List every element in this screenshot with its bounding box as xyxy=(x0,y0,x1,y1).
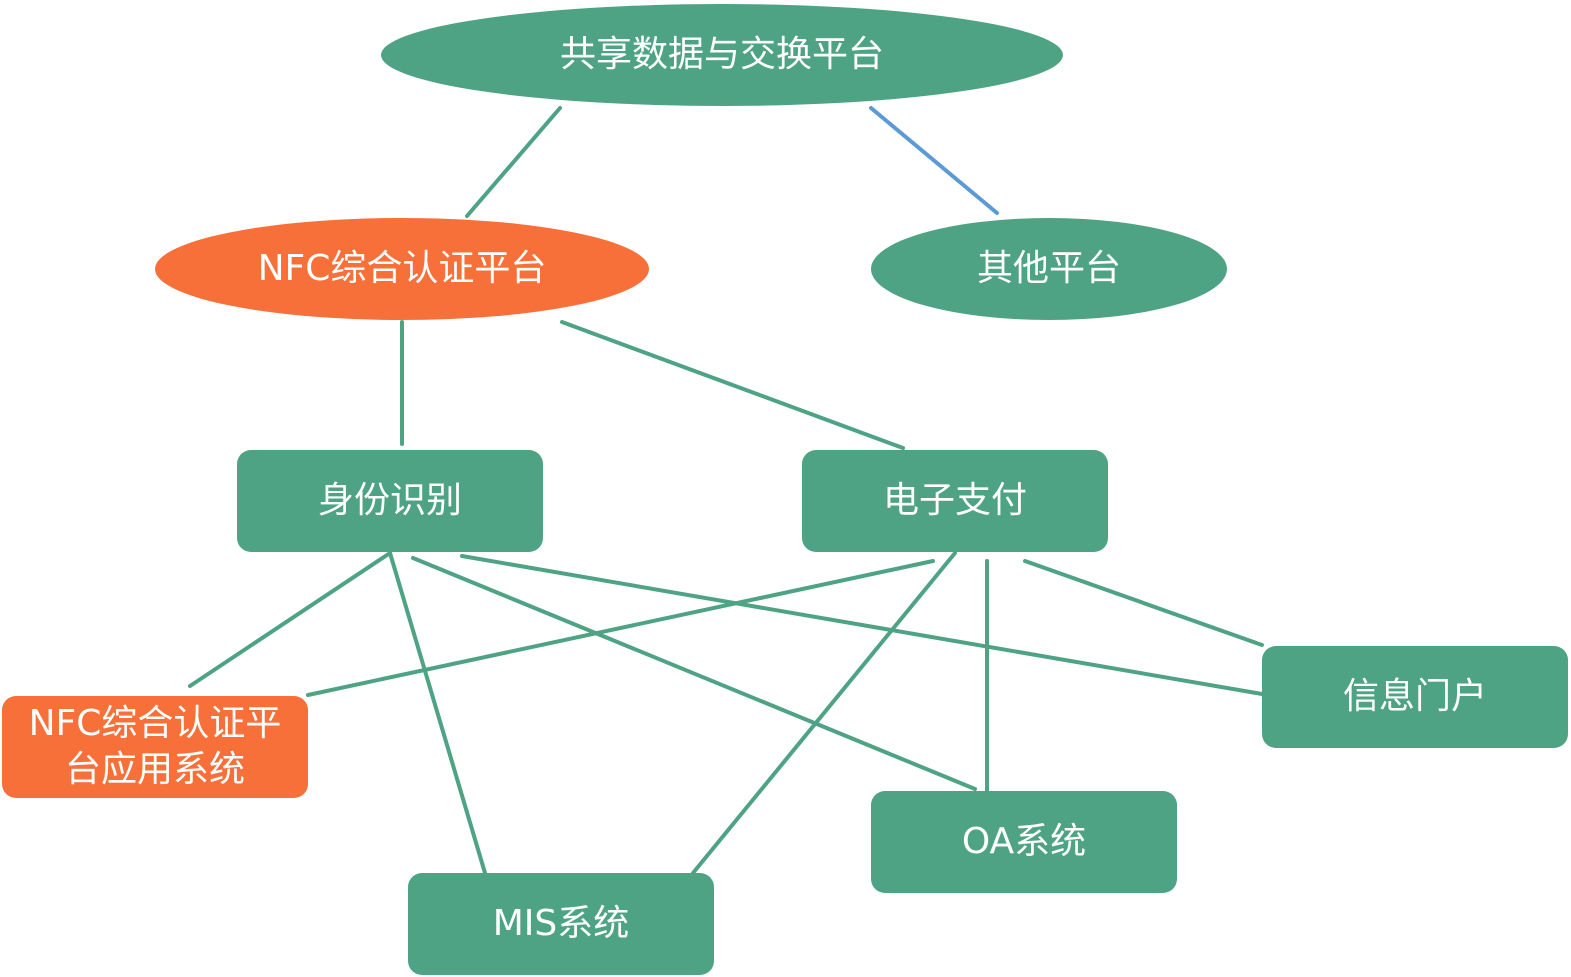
edge-exchange-to-nfc-platform xyxy=(465,106,562,218)
node-identity: 身份识别 xyxy=(237,450,543,552)
node-other-platform-label: 其他平台 xyxy=(976,248,1121,289)
node-mis: MIS系统 xyxy=(408,873,714,975)
node-nfc-platform: NFC综合认证平台 xyxy=(155,218,649,320)
node-mis-label: MIS系统 xyxy=(492,903,630,944)
node-portal-label: 信息门户 xyxy=(1342,676,1487,717)
node-identity-label: 身份识别 xyxy=(317,480,462,521)
edge-identity-to-oa xyxy=(411,556,977,791)
node-nfc-app-label-line1: NFC综合认证平 xyxy=(28,703,282,744)
node-payment-label: 电子支付 xyxy=(882,480,1027,521)
node-oa: OA系统 xyxy=(871,791,1177,893)
edge-identity-to-mis xyxy=(388,551,487,875)
node-exchange-platform: 共享数据与交换平台 xyxy=(381,4,1063,106)
edge-identity-to-nfc-app xyxy=(188,551,392,688)
node-payment: 电子支付 xyxy=(802,450,1108,552)
node-nfc-platform-label: NFC综合认证平台 xyxy=(257,248,547,289)
edge-exchange-to-other xyxy=(869,106,999,215)
node-exchange-platform-label: 共享数据与交换平台 xyxy=(559,34,884,75)
node-oa-label: OA系统 xyxy=(961,821,1087,862)
node-nfc-app: NFC综合认证平 台应用系统 xyxy=(2,696,308,798)
node-other-platform: 其他平台 xyxy=(871,218,1227,320)
edge-payment-to-mis xyxy=(691,551,957,875)
edge-identity-to-portal xyxy=(460,554,1264,696)
edge-payment-to-nfc-app xyxy=(306,559,935,697)
node-portal: 信息门户 xyxy=(1262,646,1568,748)
edge-nfc-platform-to-payment xyxy=(560,320,905,450)
node-nfc-app-label-line2: 台应用系统 xyxy=(64,749,245,790)
edge-payment-to-portal xyxy=(1023,559,1264,647)
